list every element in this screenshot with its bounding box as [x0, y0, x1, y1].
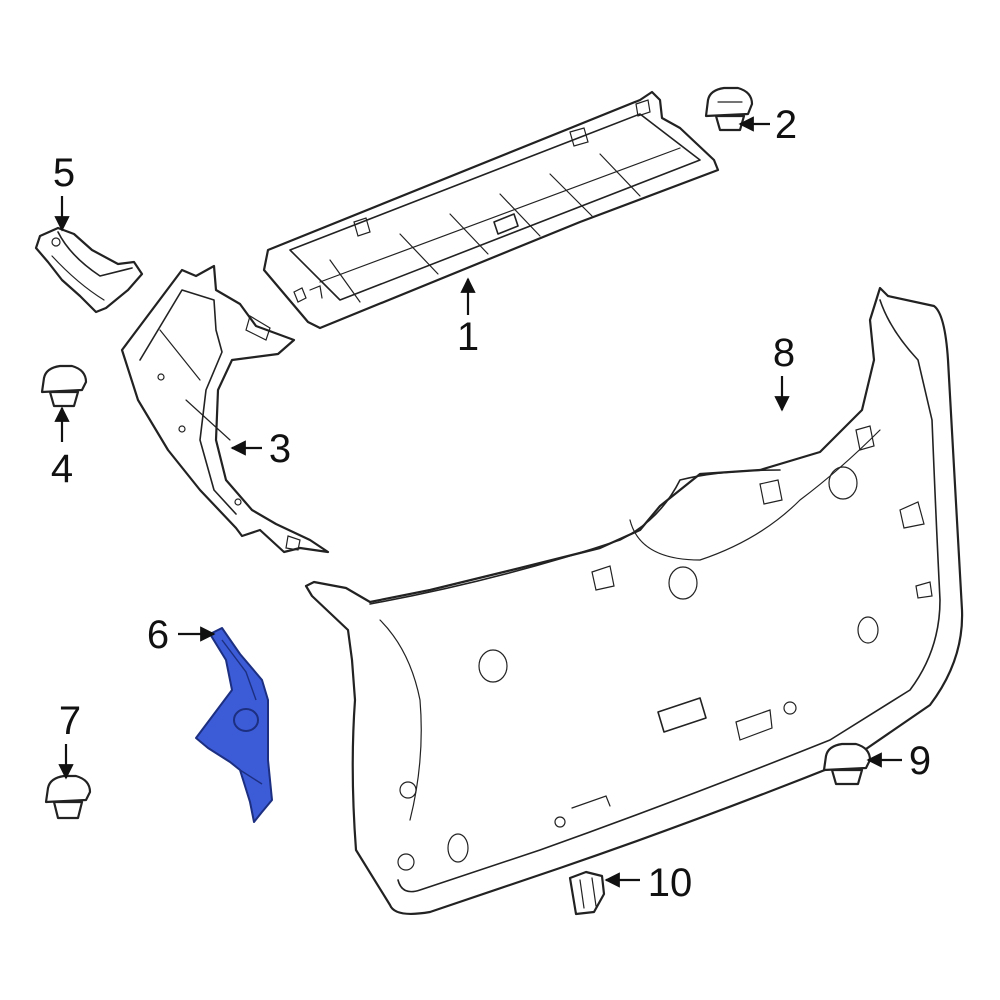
part-6-highlighted-bracket[interactable]	[195, 627, 273, 823]
callout-5: 5	[53, 151, 75, 195]
callout-2: 2	[775, 103, 797, 147]
part-5-bracket[interactable]	[34, 226, 144, 314]
part-9-push-clip[interactable]	[822, 742, 872, 786]
leader-lines	[54, 116, 902, 888]
part-2-push-clip[interactable]	[704, 86, 754, 132]
callout-6: 6	[147, 613, 169, 657]
callout-3: 3	[269, 427, 291, 471]
callout-labels: 1 2 3 4 5 6 7 8 9 10	[51, 103, 931, 905]
callout-7: 7	[59, 699, 81, 743]
callout-4: 4	[51, 447, 73, 491]
callout-10: 10	[648, 861, 693, 905]
part-4-push-clip[interactable]	[40, 364, 88, 408]
part-1-upper-trim[interactable]	[262, 90, 720, 330]
part-7-push-clip[interactable]	[44, 774, 92, 820]
callout-1: 1	[457, 315, 479, 359]
part-3-side-trim[interactable]	[120, 264, 330, 554]
part-10-retainer-clip[interactable]	[568, 870, 606, 916]
callout-9: 9	[909, 739, 931, 783]
callout-8: 8	[773, 331, 795, 375]
part-8-liftgate-trim-panel[interactable]	[304, 286, 964, 915]
